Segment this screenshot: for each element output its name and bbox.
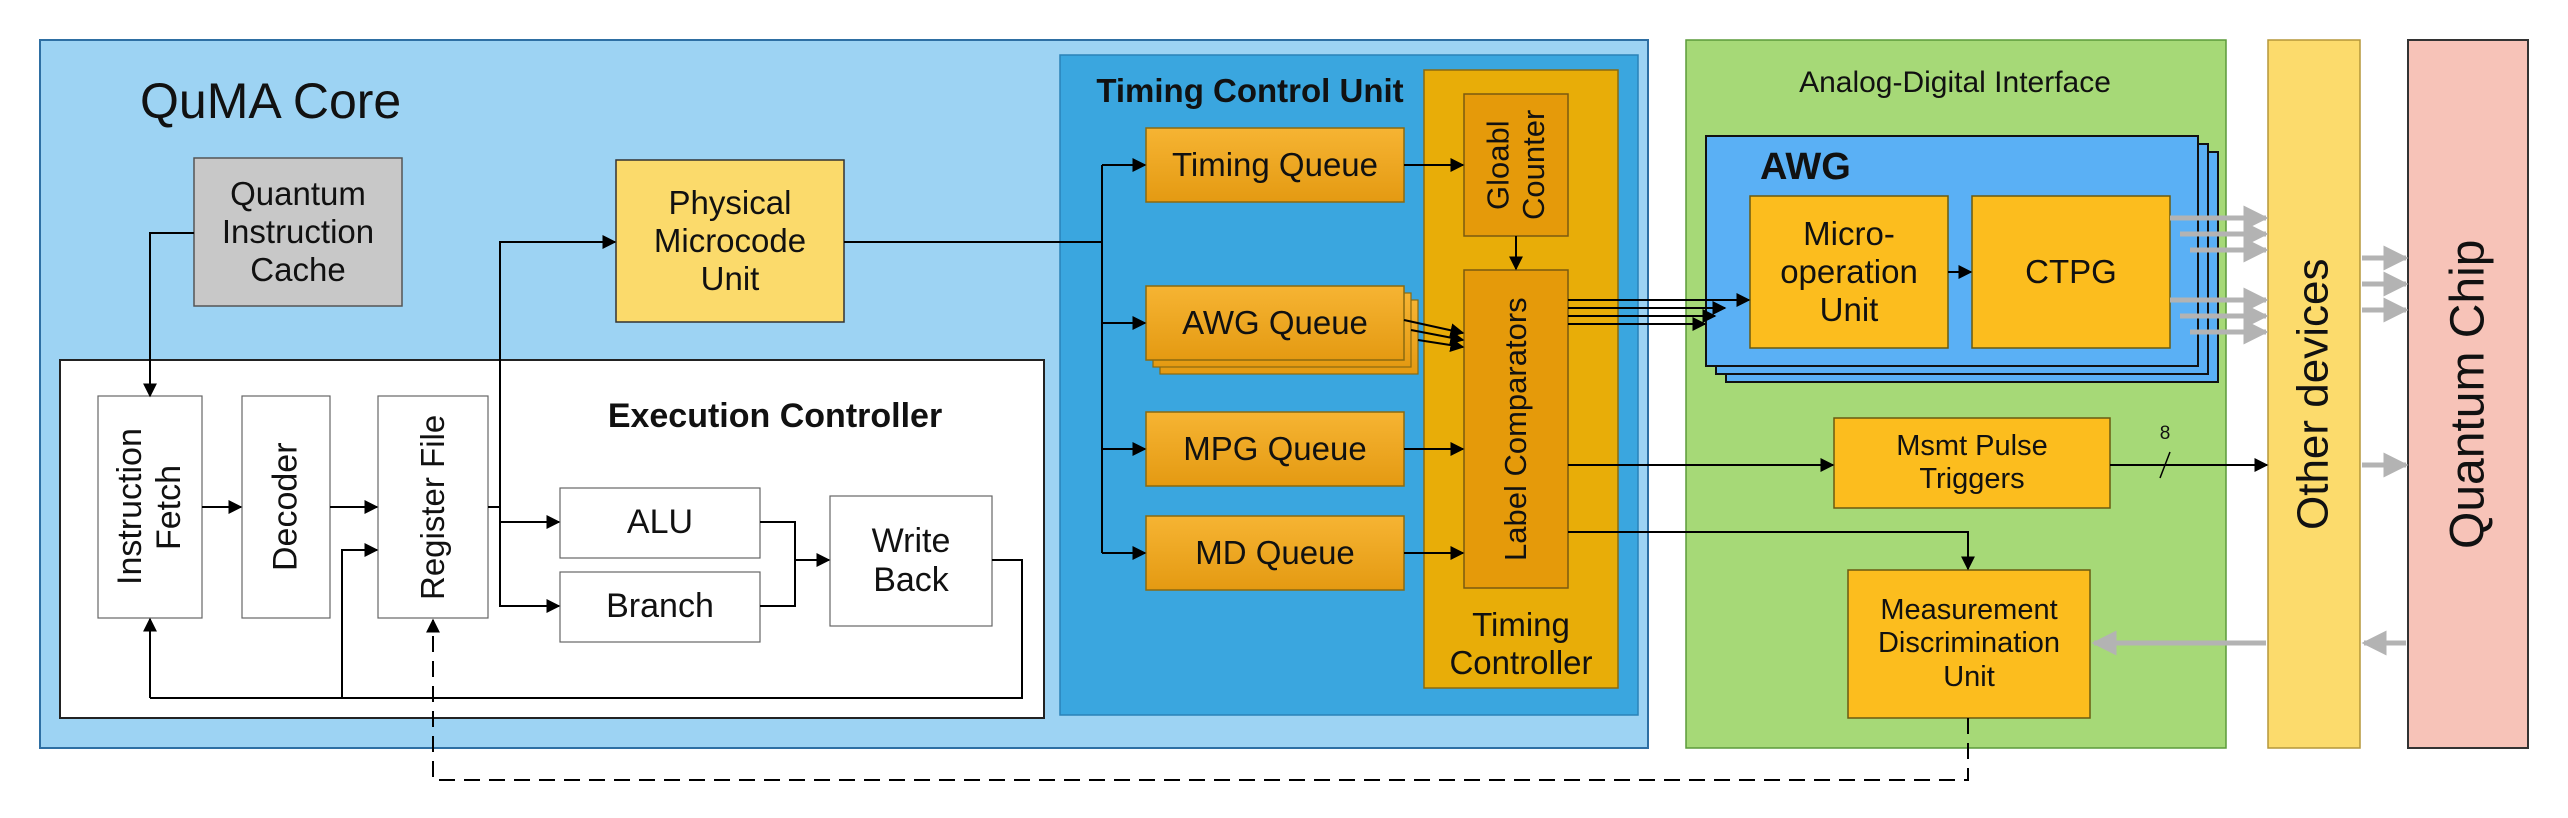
micro-operation-unit-box xyxy=(1749,195,1949,349)
alu-label: ALU xyxy=(626,503,694,542)
timing-queue-label: Timing Queue xyxy=(1171,146,1379,184)
timing-controller-label: Timing Controller xyxy=(1449,606,1593,681)
arrow-regfile-to-branch xyxy=(499,507,561,613)
quma-core-title: QuMA Core xyxy=(140,73,402,130)
decoder-label: Decoder xyxy=(266,442,305,572)
line-alu-to-merge xyxy=(760,521,796,560)
measurement-discrimination-unit-label: Measurement Discrimination Unit xyxy=(1877,593,2061,693)
msmt-pulse-triggers-label: Msmt Pulse Triggers xyxy=(1896,429,2048,495)
micro-operation-unit-label: Micro- operation Unit xyxy=(1780,215,1918,328)
quantum-chip-label: Quantum Chip xyxy=(2441,239,2495,549)
mpg-queue-label: MPG Queue xyxy=(1183,430,1367,468)
other-devices-panel xyxy=(2267,39,2361,749)
execution-controller-title: Execution Controller xyxy=(607,397,943,436)
awg-queue-box xyxy=(1145,285,1405,361)
register-file-label: Register File xyxy=(414,414,452,600)
arrow-loop-to-regfile xyxy=(341,543,379,698)
decoder-box xyxy=(241,395,331,619)
timing-control-unit-title: Timing Control Unit xyxy=(1096,72,1404,110)
other-devices-label: Other devices xyxy=(2288,258,2338,530)
connectors xyxy=(143,158,2269,781)
analog-digital-interface-title: Analog-Digital Interface xyxy=(1799,65,2111,99)
branch-box xyxy=(559,571,761,643)
line-branch-to-merge xyxy=(760,560,796,607)
label-comparators-box xyxy=(1463,269,1569,589)
quantum-instruction-cache-box xyxy=(193,157,403,307)
measurement-discrimination-unit-box xyxy=(1847,569,2091,719)
awg-title: AWG xyxy=(1760,146,1851,189)
quantum-instruction-cache-label: Quantum Instruction Cache xyxy=(221,175,375,288)
physical-microcode-unit-box xyxy=(615,159,845,323)
write-back-box xyxy=(829,495,993,627)
arrow-awg-queue-3 xyxy=(1417,338,1465,352)
label-comparators-label: Label Comparators xyxy=(1498,297,1534,561)
mpg-queue-box xyxy=(1145,411,1405,487)
msmt-pulse-triggers-box xyxy=(1833,417,2111,509)
dashed-feedback-mdu-to-regfile xyxy=(426,618,1969,781)
arrow-qic-to-fetch xyxy=(143,232,194,398)
bus-width-slash xyxy=(2159,451,2171,479)
instruction-fetch-label: Instruction Fetch xyxy=(110,428,188,586)
quantum-chip-panel xyxy=(2407,39,2529,749)
bus-width-label: 8 xyxy=(2159,423,2171,445)
physical-microcode-unit-label: Physical Microcode Unit xyxy=(653,184,807,297)
ctpg-label: CTPG xyxy=(2025,253,2117,291)
line-writeback-return xyxy=(150,559,1023,699)
branch-label: Branch xyxy=(606,587,714,626)
md-queue-box xyxy=(1145,515,1405,591)
write-back-label: Write Back xyxy=(871,521,951,599)
ctpg-box xyxy=(1971,195,2171,349)
global-counter-label: Gloabl Counter xyxy=(1480,109,1551,221)
md-queue-label: MD Queue xyxy=(1195,534,1355,572)
arrow-comparators-to-mdu xyxy=(1568,531,1975,571)
awg-queue-label: AWG Queue xyxy=(1182,304,1368,342)
gray-connectors xyxy=(2091,205,2409,656)
arrow-regfile-to-pmu xyxy=(488,235,617,508)
alu-box xyxy=(559,487,761,559)
